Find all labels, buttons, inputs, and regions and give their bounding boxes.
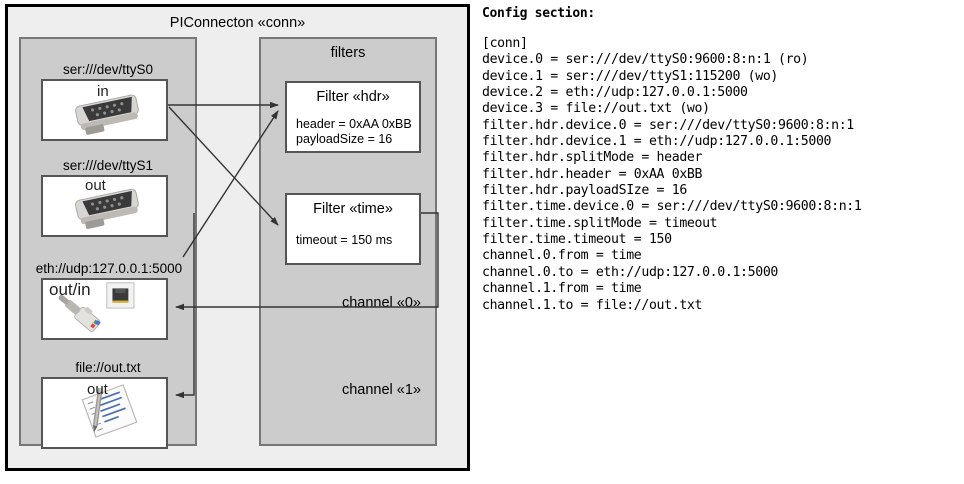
config-line: device.1 = ser:///dev/ttyS1:115200 (wo) xyxy=(482,68,778,84)
filter-box-time[interactable]: Filter «time» timeout = 150 ms xyxy=(285,193,421,265)
device-mode-0: in xyxy=(97,83,109,100)
device-box-3[interactable]: out xyxy=(41,377,168,449)
filter-box-hdr[interactable]: Filter «hdr» header = 0xAA 0xBB payloadS… xyxy=(285,81,421,153)
filters-panel-title: filters xyxy=(330,45,366,61)
device-label-2: eth://udp:127.0.0.1:5000 xyxy=(35,261,183,276)
config-section: Config section: [conn]device.0 = ser:///… xyxy=(482,6,960,476)
filter-prop-hdr-0: header = 0xAA 0xBB xyxy=(296,117,412,131)
device-label-3: file://out.txt xyxy=(75,360,141,375)
config-line: device.0 = ser:///dev/ttyS0:9600:8:n:1 (… xyxy=(482,52,809,68)
filter-prop-time-0: timeout = 150 ms xyxy=(296,233,393,247)
config-line: filter.hdr.device.0 = ser:///dev/ttyS0:9… xyxy=(482,117,854,133)
device-box-1[interactable]: out xyxy=(41,175,168,237)
config-line: filter.time.timeout = 150 xyxy=(482,232,672,248)
config-line: filter.hdr.payloadSIze = 16 xyxy=(482,183,687,199)
channel-label-1: channel «1» xyxy=(341,382,421,398)
device-box-0[interactable]: in xyxy=(41,79,168,141)
diagram-title: PIConnecton «conn» xyxy=(169,15,306,31)
config-line: channel.0.from = time xyxy=(482,248,642,264)
config-line: channel.1.to = file://out.txt xyxy=(482,297,703,313)
device-group-3: file://out.txt out xyxy=(38,359,178,449)
config-line: filter.hdr.splitMode = header xyxy=(482,150,703,166)
channel-label-0: channel «0» xyxy=(341,295,421,311)
config-line: filter.time.splitMode = timeout xyxy=(482,215,718,231)
filter-title-hdr: Filter «hdr» xyxy=(316,89,390,105)
filter-prop-hdr-1: payloadSize = 16 xyxy=(296,132,393,146)
config-line: [conn] xyxy=(482,36,528,51)
device-label-1: ser:///dev/ttyS1 xyxy=(62,158,154,173)
device-label-0: ser:///dev/ttyS0 xyxy=(62,62,154,77)
config-heading: Config section: xyxy=(482,6,595,21)
config-line: filter.hdr.device.1 = eth://udp:127.0.0.… xyxy=(482,134,832,150)
config-line: device.2 = eth://udp:127.0.0.1:5000 xyxy=(482,85,748,101)
config-line: channel.0.to = eth://udp:127.0.0.1:5000 xyxy=(482,264,778,280)
device-group-2: eth://udp:127.0.0.1:5000 out/in xyxy=(25,260,193,340)
device-mode-3: out xyxy=(87,381,108,398)
config-line: filter.time.device.0 = ser:///dev/ttyS0:… xyxy=(482,199,862,215)
device-group-0: ser:///dev/ttyS0 in xyxy=(38,61,178,141)
config-lines: [conn]device.0 = ser:///dev/ttyS0:9600:8… xyxy=(482,36,960,314)
config-line: device.3 = file://out.txt (wo) xyxy=(482,101,710,117)
device-group-1: ser:///dev/ttyS1 out xyxy=(38,157,178,237)
config-line: channel.1.from = time xyxy=(482,281,642,297)
device-box-2[interactable]: out/in xyxy=(41,278,168,340)
filter-title-time: Filter «time» xyxy=(313,201,393,217)
config-line: filter.hdr.header = 0xAA 0xBB xyxy=(482,166,703,182)
device-mode-2: out/in xyxy=(49,280,91,299)
device-mode-1: out xyxy=(85,177,106,194)
diagram-frame: PIConnecton «conn» ser:///dev/ttyS0 in xyxy=(5,4,470,471)
